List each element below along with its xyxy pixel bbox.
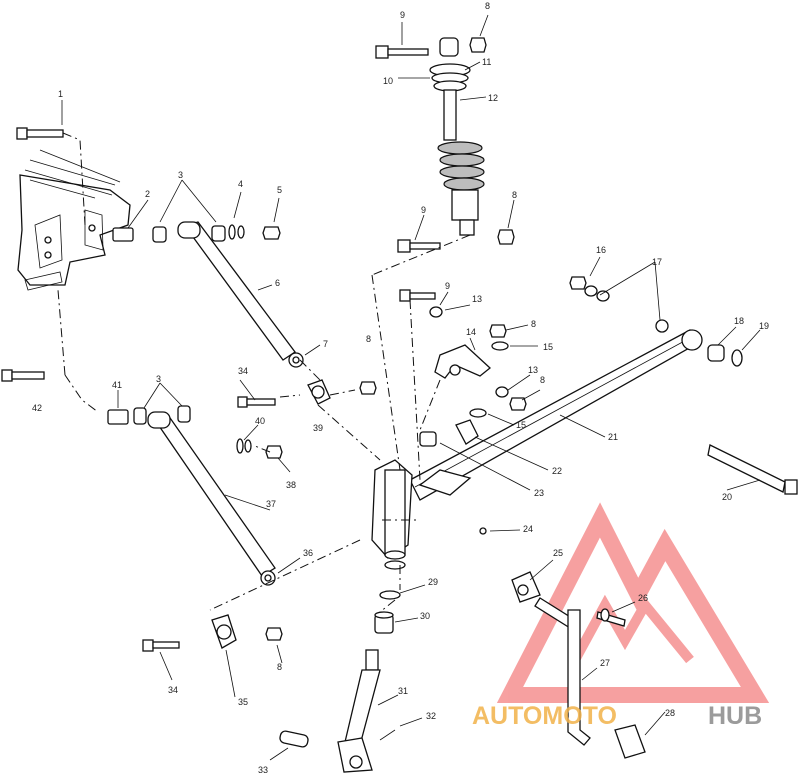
spindle-bushings <box>374 590 401 634</box>
bolt-1 <box>16 127 86 226</box>
steering-post <box>371 459 487 570</box>
callout-40: 40 <box>255 416 265 426</box>
lower-pivot-hardware <box>107 405 283 459</box>
ball-joint-39 <box>307 379 331 405</box>
trailing-arm <box>409 329 703 501</box>
lower-a-arm <box>147 411 276 586</box>
callout-8-bracket-b: 8 <box>540 375 545 385</box>
callout-6: 6 <box>275 278 280 288</box>
callout-41: 41 <box>112 380 122 390</box>
callout-8: 8 <box>485 1 490 11</box>
callout-9-shock-lower: 9 <box>421 205 426 215</box>
callout-8-bracket-a: 8 <box>531 319 536 329</box>
callout-17: 17 <box>652 257 662 267</box>
callout-7: 7 <box>323 339 328 349</box>
callout-35: 35 <box>238 697 248 707</box>
callout-26: 26 <box>638 593 648 603</box>
callout-23: 23 <box>534 488 544 498</box>
callout-36: 36 <box>303 548 313 558</box>
callout-8-lower: 8 <box>277 662 282 672</box>
steering-bracket <box>399 289 527 418</box>
callout-11: 11 <box>482 57 491 67</box>
watermark-text: AUTOMOTO HUB <box>472 702 762 730</box>
callout-25: 25 <box>553 548 563 558</box>
shock-absorber <box>375 37 515 253</box>
callout-34-lower: 34 <box>168 685 178 695</box>
callout-15-lower: 15 <box>516 420 526 430</box>
watermark-logo <box>496 502 770 703</box>
callout-8-mid: 8 <box>366 334 371 344</box>
callout-14: 14 <box>466 327 476 337</box>
callout-13-bracket: 13 <box>472 294 482 304</box>
callout-42: 42 <box>32 403 42 413</box>
callout-31: 31 <box>398 686 408 696</box>
steering-column <box>511 571 646 759</box>
callout-29: 29 <box>428 577 438 587</box>
callout-2: 2 <box>145 189 150 199</box>
ball-joint-35 <box>142 614 283 652</box>
callout-13-lower: 13 <box>528 365 538 375</box>
callout-16: 16 <box>596 245 606 255</box>
callout-18: 18 <box>734 316 744 326</box>
callout-10: 10 <box>383 76 393 86</box>
callout-22: 22 <box>552 466 562 476</box>
callout-38: 38 <box>286 480 296 490</box>
callout-28: 28 <box>665 708 675 718</box>
callout-34-upper: 34 <box>238 366 248 376</box>
callout-21: 21 <box>608 432 618 442</box>
watermark-brand-part1: AUTOMOTO <box>472 702 617 730</box>
bolt-42 <box>1 289 99 413</box>
callout-8-shock-lower: 8 <box>512 190 517 200</box>
upper-a-arm <box>177 221 304 368</box>
callout-9: 9 <box>400 10 405 20</box>
callout-27: 27 <box>600 658 610 668</box>
callout-12: 12 <box>488 93 498 103</box>
callout-37: 37 <box>266 499 276 509</box>
callout-3: 3 <box>178 170 183 180</box>
watermark-brand-part2: HUB <box>708 702 762 730</box>
callout-4: 4 <box>238 179 243 189</box>
callout-9-bracket: 9 <box>445 281 450 291</box>
callout-24: 24 <box>523 524 533 534</box>
trailing-arm-pivot-hardware <box>569 276 798 495</box>
callout-3-lower: 3 <box>156 374 161 384</box>
callout-39: 39 <box>313 423 323 433</box>
frame-section <box>17 149 131 291</box>
callout-15: 15 <box>543 342 553 352</box>
bolt-34-upper <box>237 396 276 408</box>
callout-32: 32 <box>426 711 436 721</box>
assembly-lines <box>209 234 471 613</box>
nut-8-a <box>359 381 377 395</box>
callout-33: 33 <box>258 765 268 775</box>
callout-1: 1 <box>58 89 63 99</box>
spindle-joint <box>419 419 479 447</box>
callout-20: 20 <box>722 492 732 502</box>
callout-5: 5 <box>277 185 282 195</box>
upper-pivot-hardware <box>112 224 281 243</box>
lower-spindle <box>279 649 396 773</box>
callout-19: 19 <box>759 321 769 331</box>
callout-labels: 1 2 3 4 5 6 7 8 9 10 11 12 9 8 16 17 9 1… <box>32 1 769 775</box>
leader-lines <box>61 14 761 761</box>
callout-30: 30 <box>420 611 430 621</box>
